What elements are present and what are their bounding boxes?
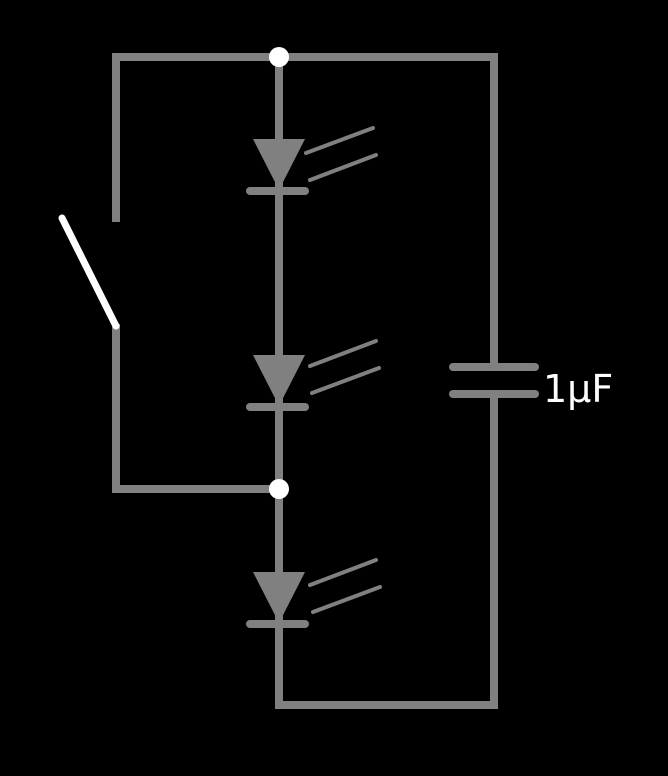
led-1-triangle xyxy=(253,139,305,190)
junction-node-top xyxy=(269,47,289,67)
led-2 xyxy=(246,339,381,411)
led-3 xyxy=(246,558,382,628)
led-3-ray-2 xyxy=(311,585,382,614)
led-3-ray-1 xyxy=(308,558,378,587)
switch-blade xyxy=(58,214,120,330)
led-2-ray-1 xyxy=(308,339,378,368)
led-3-triangle xyxy=(253,572,305,623)
capacitor: 1µF xyxy=(449,363,613,411)
led-2-triangle xyxy=(253,355,305,406)
junction-node-middle xyxy=(269,479,289,499)
capacitor-value-label: 1µF xyxy=(543,367,613,411)
led-1-ray-1 xyxy=(304,126,375,155)
led-2-ray-2 xyxy=(310,366,381,395)
led-1-ray-2 xyxy=(308,153,378,182)
led-1 xyxy=(246,126,378,195)
